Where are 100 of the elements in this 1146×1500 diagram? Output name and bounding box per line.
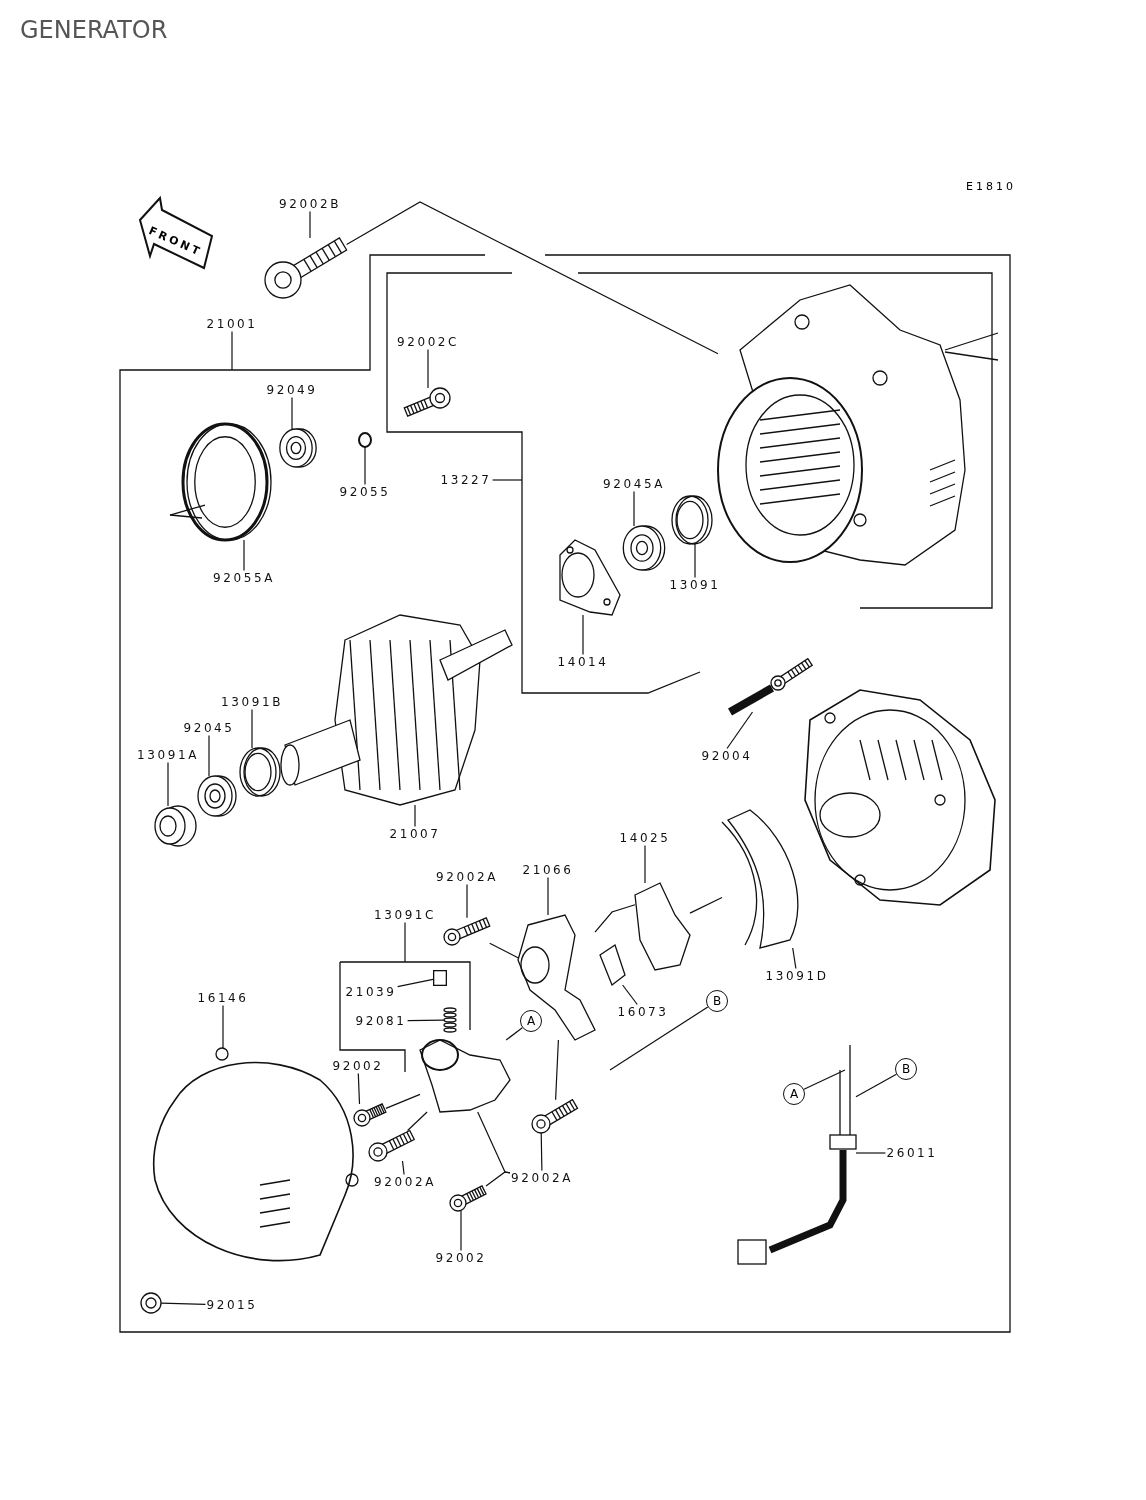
insulator-drawing	[634, 882, 691, 971]
screw-drawing	[531, 1098, 579, 1134]
leader-line	[540, 1132, 543, 1172]
bearing-drawing	[279, 428, 317, 468]
leader-line	[357, 1072, 361, 1105]
assembly-guide-line	[385, 1093, 421, 1109]
part-number: 16073	[616, 1004, 670, 1020]
part-number: 92002A	[435, 869, 499, 885]
leader-line	[427, 348, 429, 389]
leader-line	[505, 1027, 523, 1041]
leader-line	[803, 1069, 846, 1090]
part-number: 92049	[265, 382, 319, 398]
regulator-drawing	[517, 914, 596, 1041]
leader-line	[547, 876, 549, 916]
stud-bolt-drawing	[728, 657, 814, 716]
bolt-drawing	[403, 387, 451, 417]
part-number: 92002A	[510, 1170, 574, 1186]
reference-circle: A	[520, 1010, 542, 1032]
leader-line	[726, 711, 754, 750]
leader-line	[397, 978, 434, 988]
part-number: 13227	[439, 472, 493, 488]
part-number: 14014	[556, 654, 610, 670]
oil-seal-drawing	[671, 495, 713, 545]
collar-drawing	[154, 805, 197, 847]
part-number: 13091A	[136, 747, 200, 763]
assembly-guide-line	[407, 1111, 428, 1132]
leader-line	[364, 446, 366, 486]
part-number: 92004	[700, 748, 754, 764]
leader-line	[414, 804, 416, 828]
leader-line	[477, 1111, 511, 1174]
part-number: 13091B	[220, 694, 284, 710]
reference-circle: B	[706, 990, 728, 1012]
part-number: 21001	[205, 316, 259, 332]
bolt-drawing	[264, 237, 348, 299]
bearing-drawing	[622, 525, 666, 571]
part-number: 92002C	[395, 334, 461, 350]
leader-line	[694, 543, 696, 579]
bearing-drawing	[197, 775, 237, 817]
screw-drawing	[443, 917, 491, 946]
circlip-drawing	[358, 432, 372, 448]
leader-line	[466, 883, 468, 919]
screw-drawing	[353, 1103, 387, 1127]
generator-housing-drawing	[717, 284, 999, 566]
leader-line	[622, 984, 638, 1006]
assembly-guide-line	[489, 942, 519, 959]
leader-line	[243, 539, 245, 572]
part-number: 21066	[521, 862, 575, 878]
part-number: 92055	[338, 484, 392, 500]
leader-line	[644, 844, 646, 884]
screw-drawing	[368, 1129, 416, 1162]
nut-drawing	[140, 1292, 162, 1314]
part-number: 92045A	[602, 476, 666, 492]
part-number: 92002A	[373, 1174, 437, 1190]
part-number: 16146	[196, 990, 250, 1006]
screw-drawing	[449, 1185, 487, 1212]
leader-line	[291, 396, 293, 430]
brush-drawing	[599, 944, 626, 987]
leader-line	[404, 921, 406, 963]
leader-line	[792, 947, 797, 970]
leader-line	[222, 1004, 224, 1049]
leader-line	[401, 1160, 405, 1176]
part-number: 21007	[388, 826, 442, 842]
leader-line	[460, 1210, 462, 1252]
part-number: 92002B	[278, 196, 342, 212]
reference-circle: B	[895, 1058, 917, 1080]
cover-drawing	[721, 809, 799, 949]
assembly-guide-line	[346, 201, 719, 355]
bearing-plate-drawing	[559, 539, 621, 616]
leader-line	[609, 1006, 709, 1071]
o-ring-drawing	[169, 422, 272, 542]
part-number: 13091	[668, 577, 722, 593]
part-number: 92002	[331, 1058, 385, 1074]
leader-line	[492, 479, 523, 481]
rotor-drawing	[280, 614, 513, 806]
rear-cover-drawing	[804, 689, 996, 906]
leader-line	[855, 1152, 886, 1154]
leader-line	[251, 708, 253, 749]
part-number: 21039	[344, 984, 398, 1000]
part-number: 13091C	[372, 907, 438, 923]
leader-line	[208, 734, 210, 777]
part-number: 13091D	[764, 968, 830, 984]
brush-holder-drawing	[419, 1039, 511, 1113]
drawing-number: E1810	[966, 180, 1016, 193]
leader-line	[855, 1073, 897, 1098]
part-number: 26011	[885, 1145, 939, 1161]
leader-line	[407, 1019, 445, 1022]
assembly-guide-line	[689, 896, 723, 914]
title: GENERATOR	[20, 16, 168, 44]
cable-drawing	[737, 1044, 857, 1265]
part-number: 92002	[434, 1250, 488, 1266]
leader-line	[231, 330, 233, 371]
part-number: 92081	[354, 1013, 408, 1029]
part-number: 92015	[205, 1297, 259, 1313]
oil-seal-drawing	[239, 747, 281, 797]
part-number: 92055A	[212, 570, 276, 586]
part-number: 14025	[618, 830, 672, 846]
leader-line	[309, 210, 311, 239]
assembly-guide-line	[594, 904, 636, 933]
leader-line	[167, 761, 169, 807]
leader-line	[633, 490, 635, 527]
